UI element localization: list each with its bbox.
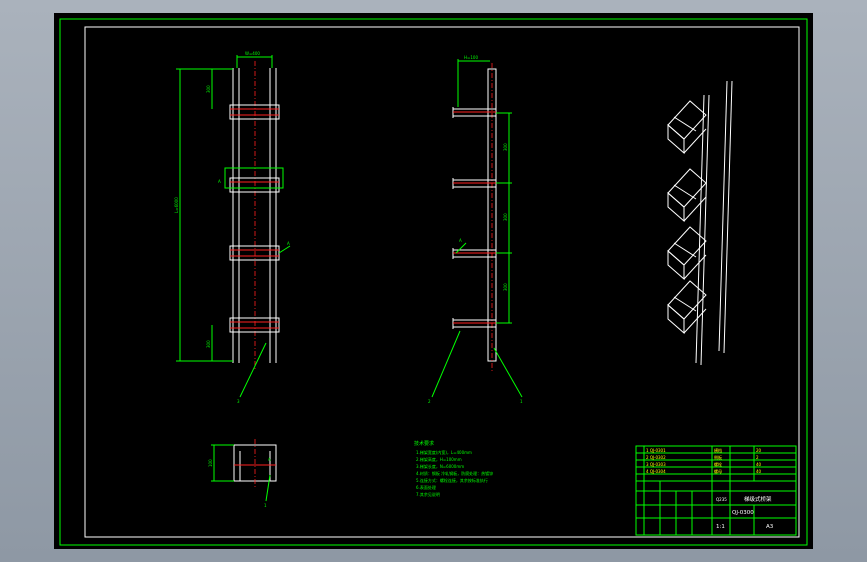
side-view: H=100 300 300 300 A 2 1 [428,55,523,404]
side-rung-2 [452,178,496,189]
side-leader-2: 2 [428,399,431,404]
dim-spacing-3: 300 [503,283,508,291]
tb-row-3-name: 螺栓 [714,461,722,467]
side-rung-1 [452,107,496,118]
tb-row-3-code: 3 QJ-0303 [646,462,666,467]
tb-drawing-number: QJ-0300 [732,510,754,516]
front-rung-4 [229,317,280,333]
inner-frame [84,26,800,538]
note-line-7: 7.其余见说明 [416,491,440,497]
dim-spacing-2: 300 [503,213,508,221]
technical-notes: 技术要求 1.梯架宽度(内宽)，L=400mm 2.梯架高度，H=100mm 3… [414,440,493,497]
iso-tray-2 [667,168,707,223]
tb-row-1-name: 横档 [714,447,722,453]
drawing-canvas: L=6000 300 300 W=400 A A 3 [59,18,808,546]
note-line-6: 6.表面处理 [416,484,436,490]
tb-row-2-code: 2 QJ-0302 [646,455,666,460]
dim-bottom-offset: 300 [206,340,211,348]
tb-drawing-title: 梯级式桥架 [744,495,772,503]
front-rung-1 [229,104,280,120]
tb-row-1-code: 1 QJ-0301 [646,448,666,453]
tb-scale: 1:1 [716,524,725,530]
dim-front-callout: A [287,241,290,246]
side-rung-4 [452,318,496,329]
side-rung-3 [452,248,496,259]
dim-side-callout: A [459,238,462,243]
tb-row-3-qty: 40 [756,462,762,467]
note-line-5: 5.连接方式：螺栓连接，其余按标准执行 [416,477,488,483]
iso-tray-4 [667,280,707,335]
cad-viewport[interactable]: L=6000 300 300 W=400 A A 3 [54,13,813,549]
tb-row-4-name: 螺母 [714,468,722,474]
iso-tray-1 [667,100,707,155]
tb-row-1-qty: 20 [756,448,762,453]
note-line-4: 4.材质：钢板 冷轧钢板，防腐处理：热镀锌 [416,470,493,476]
dim-section-h: 100 [208,459,213,467]
note-line-2: 2.梯架高度，H=100mm [416,456,462,462]
tb-row-2-qty: 2 [756,455,759,460]
isometric-view [667,80,733,366]
dim-width-side: H=100 [464,55,478,60]
tb-row-2-name: 侧板 [714,454,722,460]
section-view: 100 1 A [208,439,277,508]
dim-rung-mark: A [218,179,221,184]
side-leader-1: 1 [520,399,523,404]
section-leader-label: 1 [264,503,267,508]
iso-tray-3 [667,226,707,281]
note-line-3: 3.梯架长度，N=6000mm [416,463,464,469]
title-block: 1 QJ-0301 2 QJ-0302 3 QJ-0303 4 QJ-0304 … [635,445,797,536]
tb-material: Q235 [716,497,727,502]
front-view: L=6000 300 300 W=400 A A 3 [174,51,291,404]
front-rung-2 [224,167,284,193]
dim-spacing-1: 300 [503,143,508,151]
front-rung-3 [229,245,280,261]
tb-row-4-qty: 40 [756,469,762,474]
outer-frame [59,18,808,546]
section-callout: A [268,457,271,462]
tb-sheet-mark: A3 [766,524,774,530]
notes-heading: 技术要求 [414,440,434,447]
tb-row-4-code: 4 QJ-0304 [646,469,666,474]
dim-top-offset: 300 [206,85,211,93]
front-leader-label: 3 [237,399,240,404]
note-line-1: 1.梯架宽度(内宽)，L=400mm [416,449,472,455]
dim-width-top: W=400 [245,51,260,56]
dim-total-length: L=6000 [174,197,179,213]
